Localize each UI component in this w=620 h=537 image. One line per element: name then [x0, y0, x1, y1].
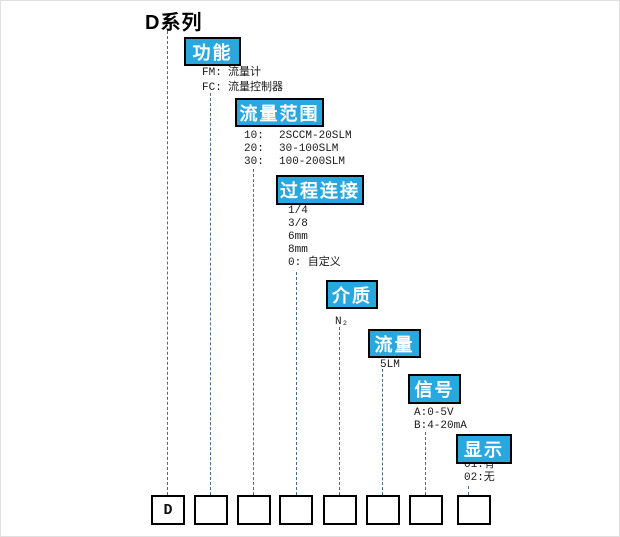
- option-value: 100-200SLM: [279, 156, 346, 168]
- flow-range-label-box: 流量范围: [235, 98, 324, 127]
- option-row: 1/4: [288, 205, 341, 218]
- option-row: 0: 自定义: [288, 257, 341, 270]
- function-options: FM: 流量计 FC: 流量控制器: [202, 66, 283, 96]
- flow-range-options: 10: 2SCCM-20SLM 20: 30-100SLM 30: 100-200SL…: [244, 130, 352, 169]
- display-label: 显示: [464, 440, 504, 460]
- flow-options: 5LM: [380, 359, 400, 372]
- option-code: FC:: [202, 82, 222, 94]
- code-box-function: [194, 495, 228, 525]
- option-row: N₂: [335, 316, 348, 329]
- option-row: 6mm: [288, 231, 341, 244]
- process-connection-options: 1/4 3/8 6mm 8mm 0: 自定义: [288, 205, 341, 270]
- code-box-flow-range: [237, 495, 271, 525]
- option-row: 5LM: [380, 359, 400, 372]
- option-value: 8mm: [288, 244, 308, 256]
- code-box-signal: [409, 495, 443, 525]
- connector-line-signal: [425, 432, 426, 495]
- signal-label-box: 信号: [408, 374, 461, 404]
- function-label: 功能: [192, 42, 233, 63]
- option-value: 6mm: [288, 231, 308, 243]
- connector-line-function: [210, 93, 211, 495]
- option-row: 8mm: [288, 244, 341, 257]
- code-box-display: [457, 495, 491, 525]
- option-value: 02:无: [464, 472, 495, 484]
- option-row: A:0-5V: [414, 407, 467, 420]
- option-row: B:4-20mA: [414, 420, 467, 433]
- process-connection-label: 过程连接: [280, 181, 360, 201]
- option-row: FM: 流量计: [202, 66, 283, 81]
- connector-line-medium: [339, 327, 340, 495]
- display-label-box: 显示: [456, 434, 512, 464]
- option-value: 流量控制器: [228, 82, 283, 94]
- connector-line-flow: [382, 369, 383, 495]
- connector-line-flow-range: [253, 169, 254, 495]
- flow-label: 流量: [374, 334, 415, 355]
- flow-label-box: 流量: [368, 329, 421, 358]
- connector-line-series: [167, 31, 168, 495]
- medium-options: N₂: [335, 316, 348, 329]
- option-value: 5LM: [380, 359, 400, 371]
- option-row: 02:无: [464, 472, 495, 485]
- connector-line-process-connection: [296, 272, 297, 495]
- code-box-flow: [366, 495, 400, 525]
- process-connection-label-box: 过程连接: [276, 175, 364, 205]
- option-value: 3/8: [288, 218, 308, 230]
- option-value: 0: 自定义: [288, 257, 341, 269]
- option-code: FM:: [202, 67, 222, 79]
- option-value: B:4-20mA: [414, 420, 467, 432]
- medium-label-box: 介质: [326, 280, 378, 309]
- option-row: FC: 流量控制器: [202, 81, 283, 96]
- code-box-process-connection: [279, 495, 313, 525]
- option-code: 10:: [244, 130, 264, 142]
- option-value: 流量计: [228, 67, 261, 79]
- option-value: 30-100SLM: [279, 143, 339, 155]
- code-box-series: D: [151, 495, 185, 525]
- option-row: 20: 30-100SLM: [244, 143, 352, 156]
- option-value: 1/4: [288, 205, 308, 217]
- flow-range-label: 流量范围: [239, 103, 320, 124]
- option-row: 30: 100-200SLM: [244, 156, 352, 169]
- option-value: A:0-5V: [414, 407, 454, 419]
- series-title: D系列: [145, 12, 203, 34]
- signal-options: A:0-5V B:4-20mA: [414, 407, 467, 433]
- option-row: 3/8: [288, 218, 341, 231]
- medium-label: 介质: [332, 285, 372, 306]
- option-code: 20:: [244, 143, 264, 155]
- code-box-medium: [323, 495, 357, 525]
- function-label-box: 功能: [184, 37, 241, 66]
- signal-label: 信号: [414, 380, 455, 400]
- option-code: 30:: [244, 156, 264, 168]
- option-value: N₂: [335, 316, 349, 328]
- connector-line-display: [468, 486, 469, 495]
- option-row: 10: 2SCCM-20SLM: [244, 130, 352, 143]
- option-value: 2SCCM-20SLM: [279, 130, 352, 142]
